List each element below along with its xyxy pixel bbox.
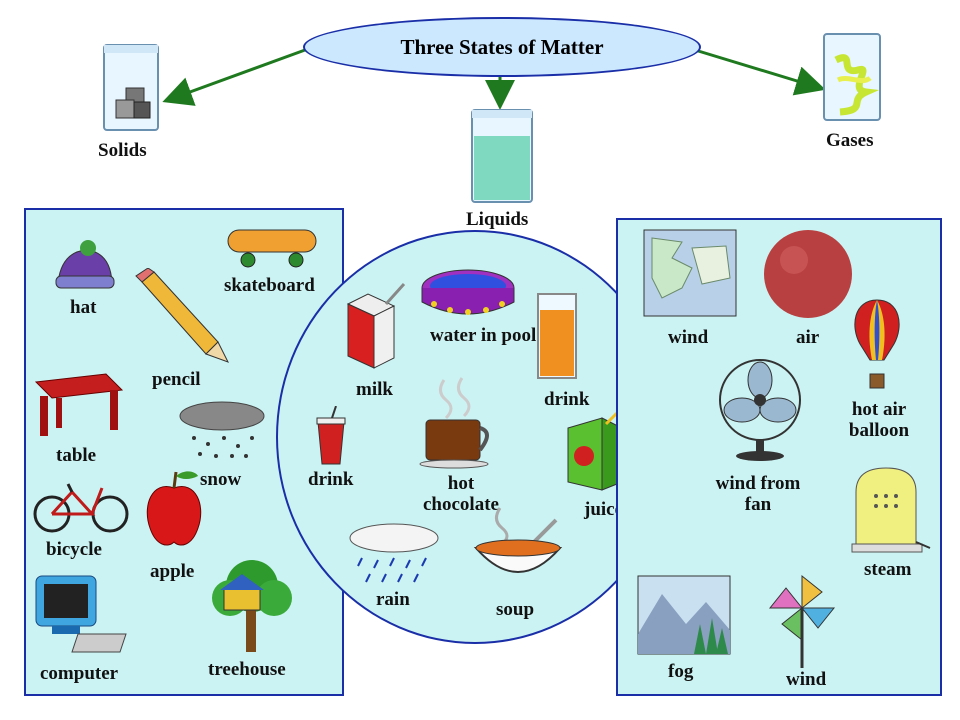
liquids-item-hot-chocolate: hot chocolate <box>423 473 499 515</box>
gases-item-steam: steam <box>864 559 912 580</box>
liquids-item-drink-cup: drink <box>308 469 354 490</box>
soup-bowl-icon <box>473 507 563 573</box>
steam-iron-icon <box>851 467 931 553</box>
liquids-item-soup: soup <box>496 599 535 620</box>
pinwheel-icon <box>768 574 836 668</box>
solids-item-bicycle: bicycle <box>46 539 102 560</box>
snow-icon <box>179 401 265 458</box>
gases-item-air: air <box>796 327 820 348</box>
liquids-item-juice: juice <box>584 499 624 520</box>
skateboard-icon <box>227 229 317 268</box>
gases-label: Gases <box>826 130 874 151</box>
title-oval: Three States of Matter <box>303 17 701 77</box>
liquids-item-milk: milk <box>356 379 393 400</box>
pool-icon <box>421 269 515 315</box>
wind-map-icon <box>643 229 737 317</box>
solids-item-table: table <box>56 445 97 466</box>
electric-fan-icon <box>719 359 801 461</box>
solids-label: Solids <box>98 140 147 161</box>
solids-item-pencil: pencil <box>152 369 201 390</box>
diagram-title: Three States of Matter <box>400 34 604 59</box>
hat-icon <box>55 240 115 289</box>
liquids-beaker-icon <box>471 109 533 203</box>
fog-landscape-icon <box>637 575 731 655</box>
solids-item-snow: snow <box>200 469 242 490</box>
solids-item-treehouse: treehouse <box>208 659 286 680</box>
gases-item-wind-pinwheel: wind <box>786 669 827 690</box>
hot-chocolate-mug-icon <box>419 377 489 469</box>
computer-icon <box>35 575 127 653</box>
pencil-icon <box>135 268 230 363</box>
apple-icon <box>146 471 202 546</box>
rain-cloud-icon <box>349 523 439 583</box>
treehouse-icon <box>212 560 292 652</box>
table-icon <box>34 373 124 436</box>
gases-beaker-icon <box>823 33 881 121</box>
gases-item-wind-from-fan: wind from fan <box>715 473 801 515</box>
liquids-item-water-in-pool: water in pool <box>430 325 537 346</box>
gases-item-fog: fog <box>668 661 694 682</box>
hot-air-balloon-icon <box>854 299 900 389</box>
liquids-label: Liquids <box>466 209 529 230</box>
ball-icon <box>764 230 852 318</box>
milk-carton-icon <box>346 282 406 369</box>
solids-beaker-icon <box>103 44 159 131</box>
bicycle-icon <box>33 483 129 533</box>
solids-item-computer: computer <box>40 663 119 684</box>
gases-item-wind-map: wind <box>668 327 709 348</box>
arrow-to-gases <box>694 48 826 96</box>
gases-item-hot-air-balloon: hot air balloon <box>848 399 910 441</box>
glass-of-drink-icon <box>537 293 577 379</box>
liquids-item-drink-glass: drink <box>544 389 590 410</box>
solids-item-hat: hat <box>70 297 97 318</box>
solids-item-skateboard: skateboard <box>224 275 315 296</box>
arrow-to-solids <box>162 48 306 106</box>
solids-item-apple: apple <box>150 561 195 582</box>
liquids-item-rain: rain <box>376 589 410 610</box>
soda-cup-icon <box>316 406 346 465</box>
